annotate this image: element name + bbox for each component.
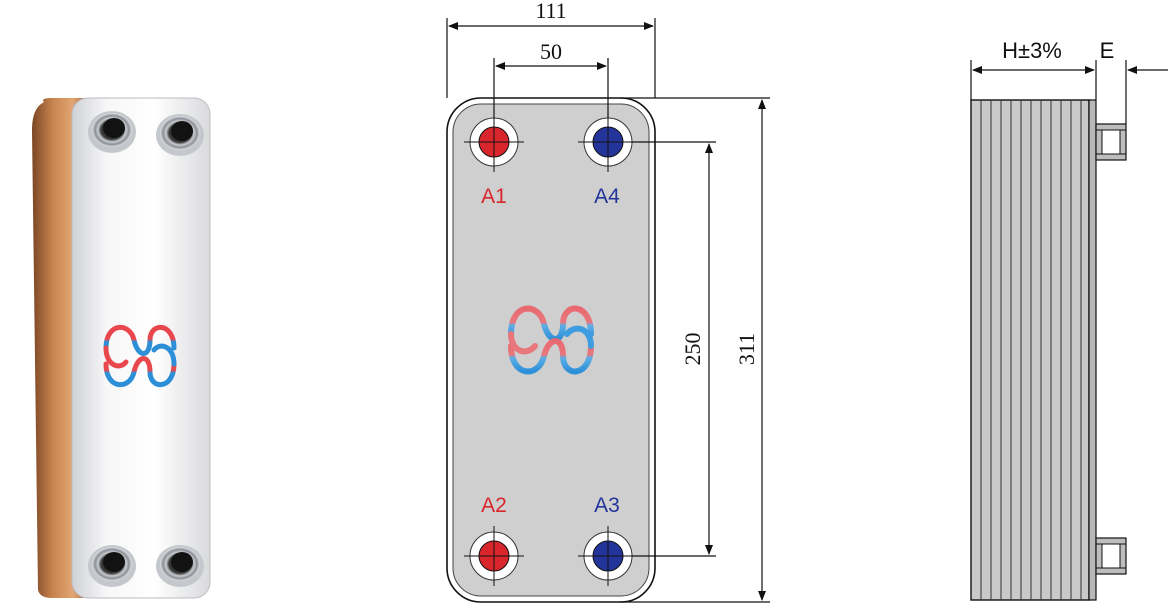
plate-body bbox=[452, 103, 650, 597]
product-photo bbox=[32, 97, 211, 599]
connection-label: E bbox=[1100, 38, 1115, 63]
port-a3 bbox=[578, 526, 638, 586]
overall-width-label: 111 bbox=[535, 0, 566, 23]
port-spacing-horizontal-label: 50 bbox=[540, 39, 562, 64]
port-spacing-vertical-label: 250 bbox=[680, 333, 705, 366]
nozzle-top-left bbox=[88, 111, 136, 153]
heat-exchange-logo-icon bbox=[508, 305, 594, 375]
port-label-a2: A2 bbox=[481, 494, 507, 517]
front-view: 111 50 250 311 bbox=[446, 0, 770, 603]
port-label-a3: A3 bbox=[594, 494, 620, 517]
dimension-port-spacing-vertical: 250 bbox=[630, 141, 716, 557]
side-plate-lines bbox=[980, 100, 1082, 600]
nozzle-top-right bbox=[156, 114, 204, 156]
dimension-connection-length: E bbox=[1100, 38, 1168, 124]
side-connection-bottom bbox=[1095, 537, 1127, 575]
port-a1 bbox=[464, 112, 524, 172]
port-label-a4: A4 bbox=[594, 185, 620, 208]
port-label-a1: A1 bbox=[481, 185, 507, 208]
port-a4 bbox=[578, 112, 638, 172]
dimension-overall-height: 311 bbox=[620, 97, 770, 603]
side-front-cover bbox=[1088, 99, 1097, 601]
side-view: H±3% E bbox=[970, 38, 1168, 601]
nozzle-bottom-left bbox=[88, 545, 136, 587]
port-a2 bbox=[464, 526, 524, 586]
nozzle-bottom-right bbox=[156, 545, 204, 587]
side-connection-top bbox=[1095, 123, 1127, 161]
dimension-overall-width: 111 bbox=[446, 0, 656, 98]
front-plate bbox=[71, 97, 211, 599]
thickness-label: H±3% bbox=[1002, 38, 1062, 63]
dimension-thickness: H±3% bbox=[970, 38, 1097, 100]
heat-exchange-logo-icon bbox=[103, 324, 177, 388]
overall-height-label: 311 bbox=[734, 333, 759, 365]
